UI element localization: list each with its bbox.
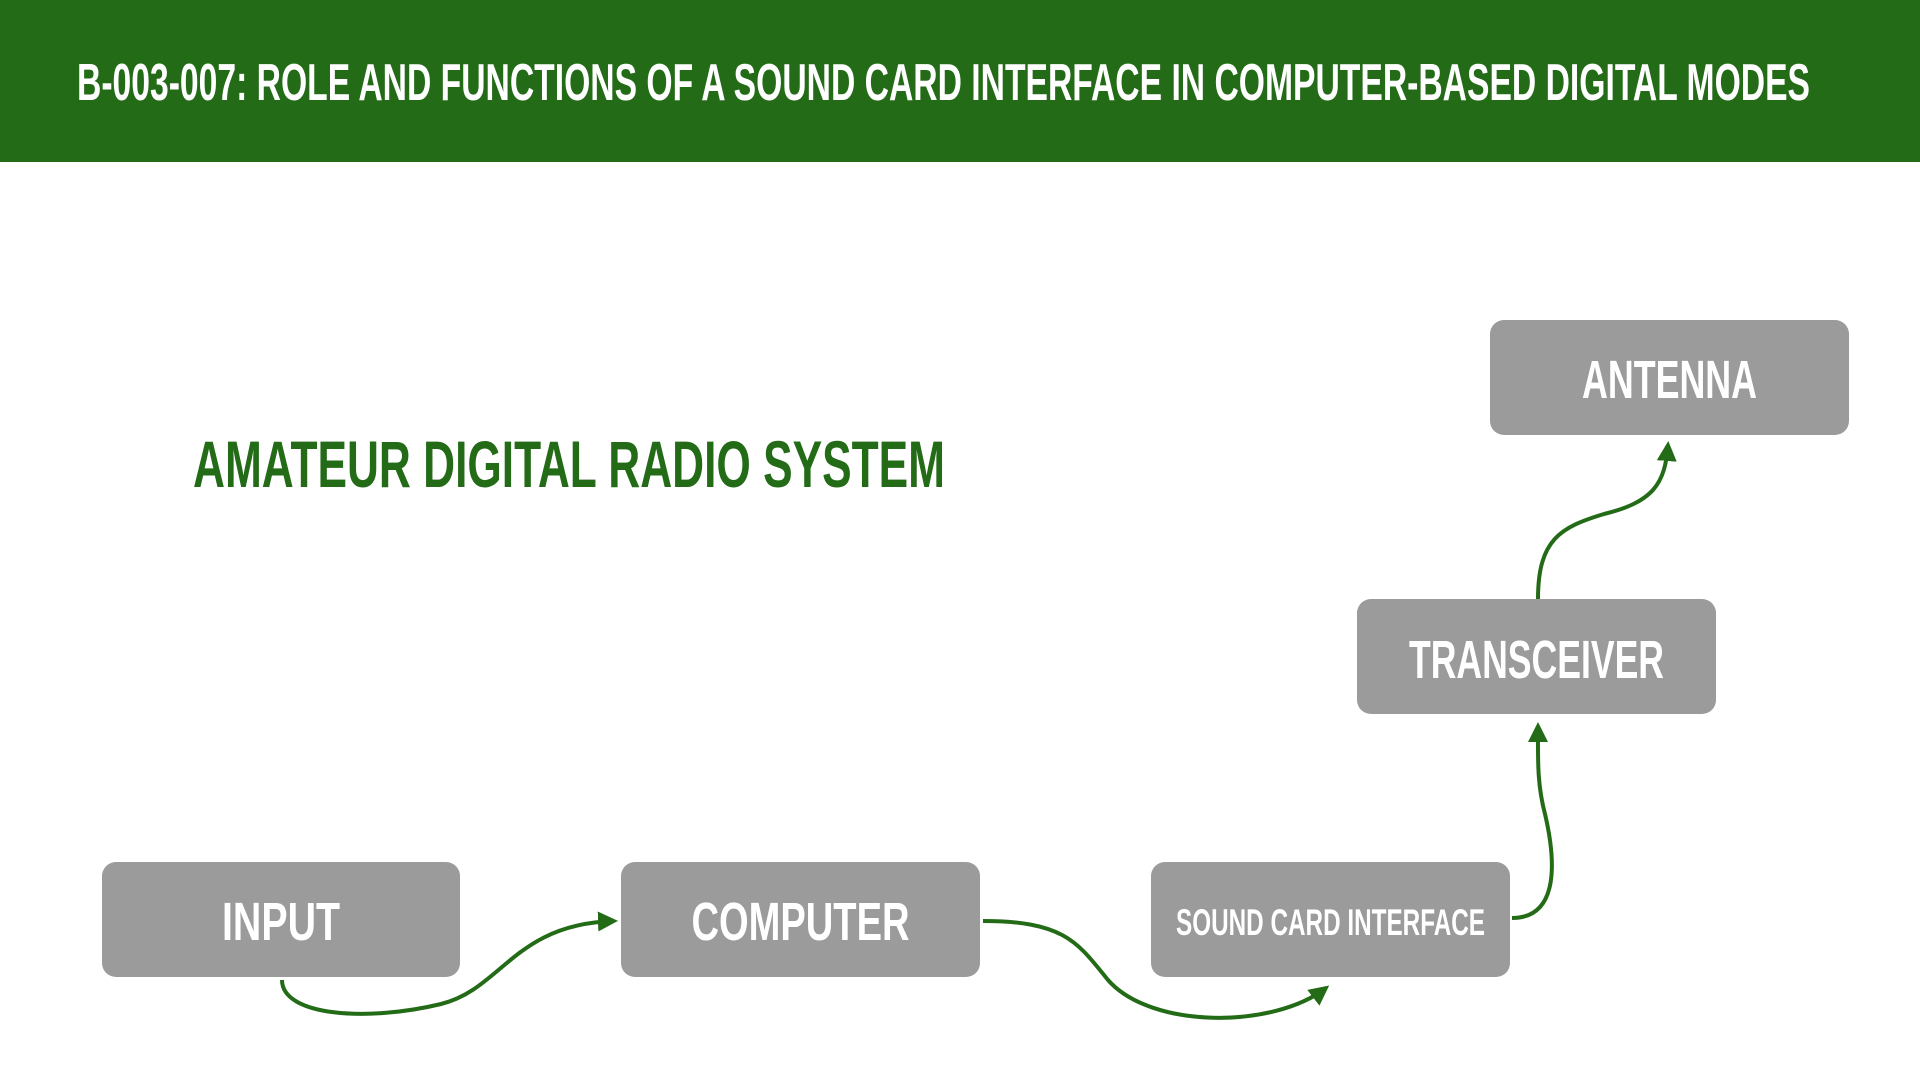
node-label: INPUT [222,892,340,952]
node-computer: COMPUTER [621,862,980,977]
node-label: SOUND CARD INTERFACE [1176,902,1485,943]
node-label: ANTENNA [1582,350,1757,410]
edge-soundcard-transceiver [1511,722,1554,920]
edge-input-computer [280,911,618,1016]
node-label: TRANSCEIVER [1409,630,1664,690]
node-label: COMPUTER [692,892,910,952]
edge-computer-soundcard [982,919,1330,1020]
node-transceiver: TRANSCEIVER [1357,599,1716,714]
node-input: INPUT [102,862,460,977]
header-bar [0,0,1920,162]
node-antenna: ANTENNA [1490,320,1849,435]
node-sound-card-interface: SOUND CARD INTERFACE [1151,862,1510,977]
edge-transceiver-antenna [1536,441,1677,600]
page-title: B-003-007: ROLE AND FUNCTIONS OF A SOUND… [77,54,1810,112]
diagram-subtitle: AMATEUR DIGITAL RADIO SYSTEM [193,427,945,501]
